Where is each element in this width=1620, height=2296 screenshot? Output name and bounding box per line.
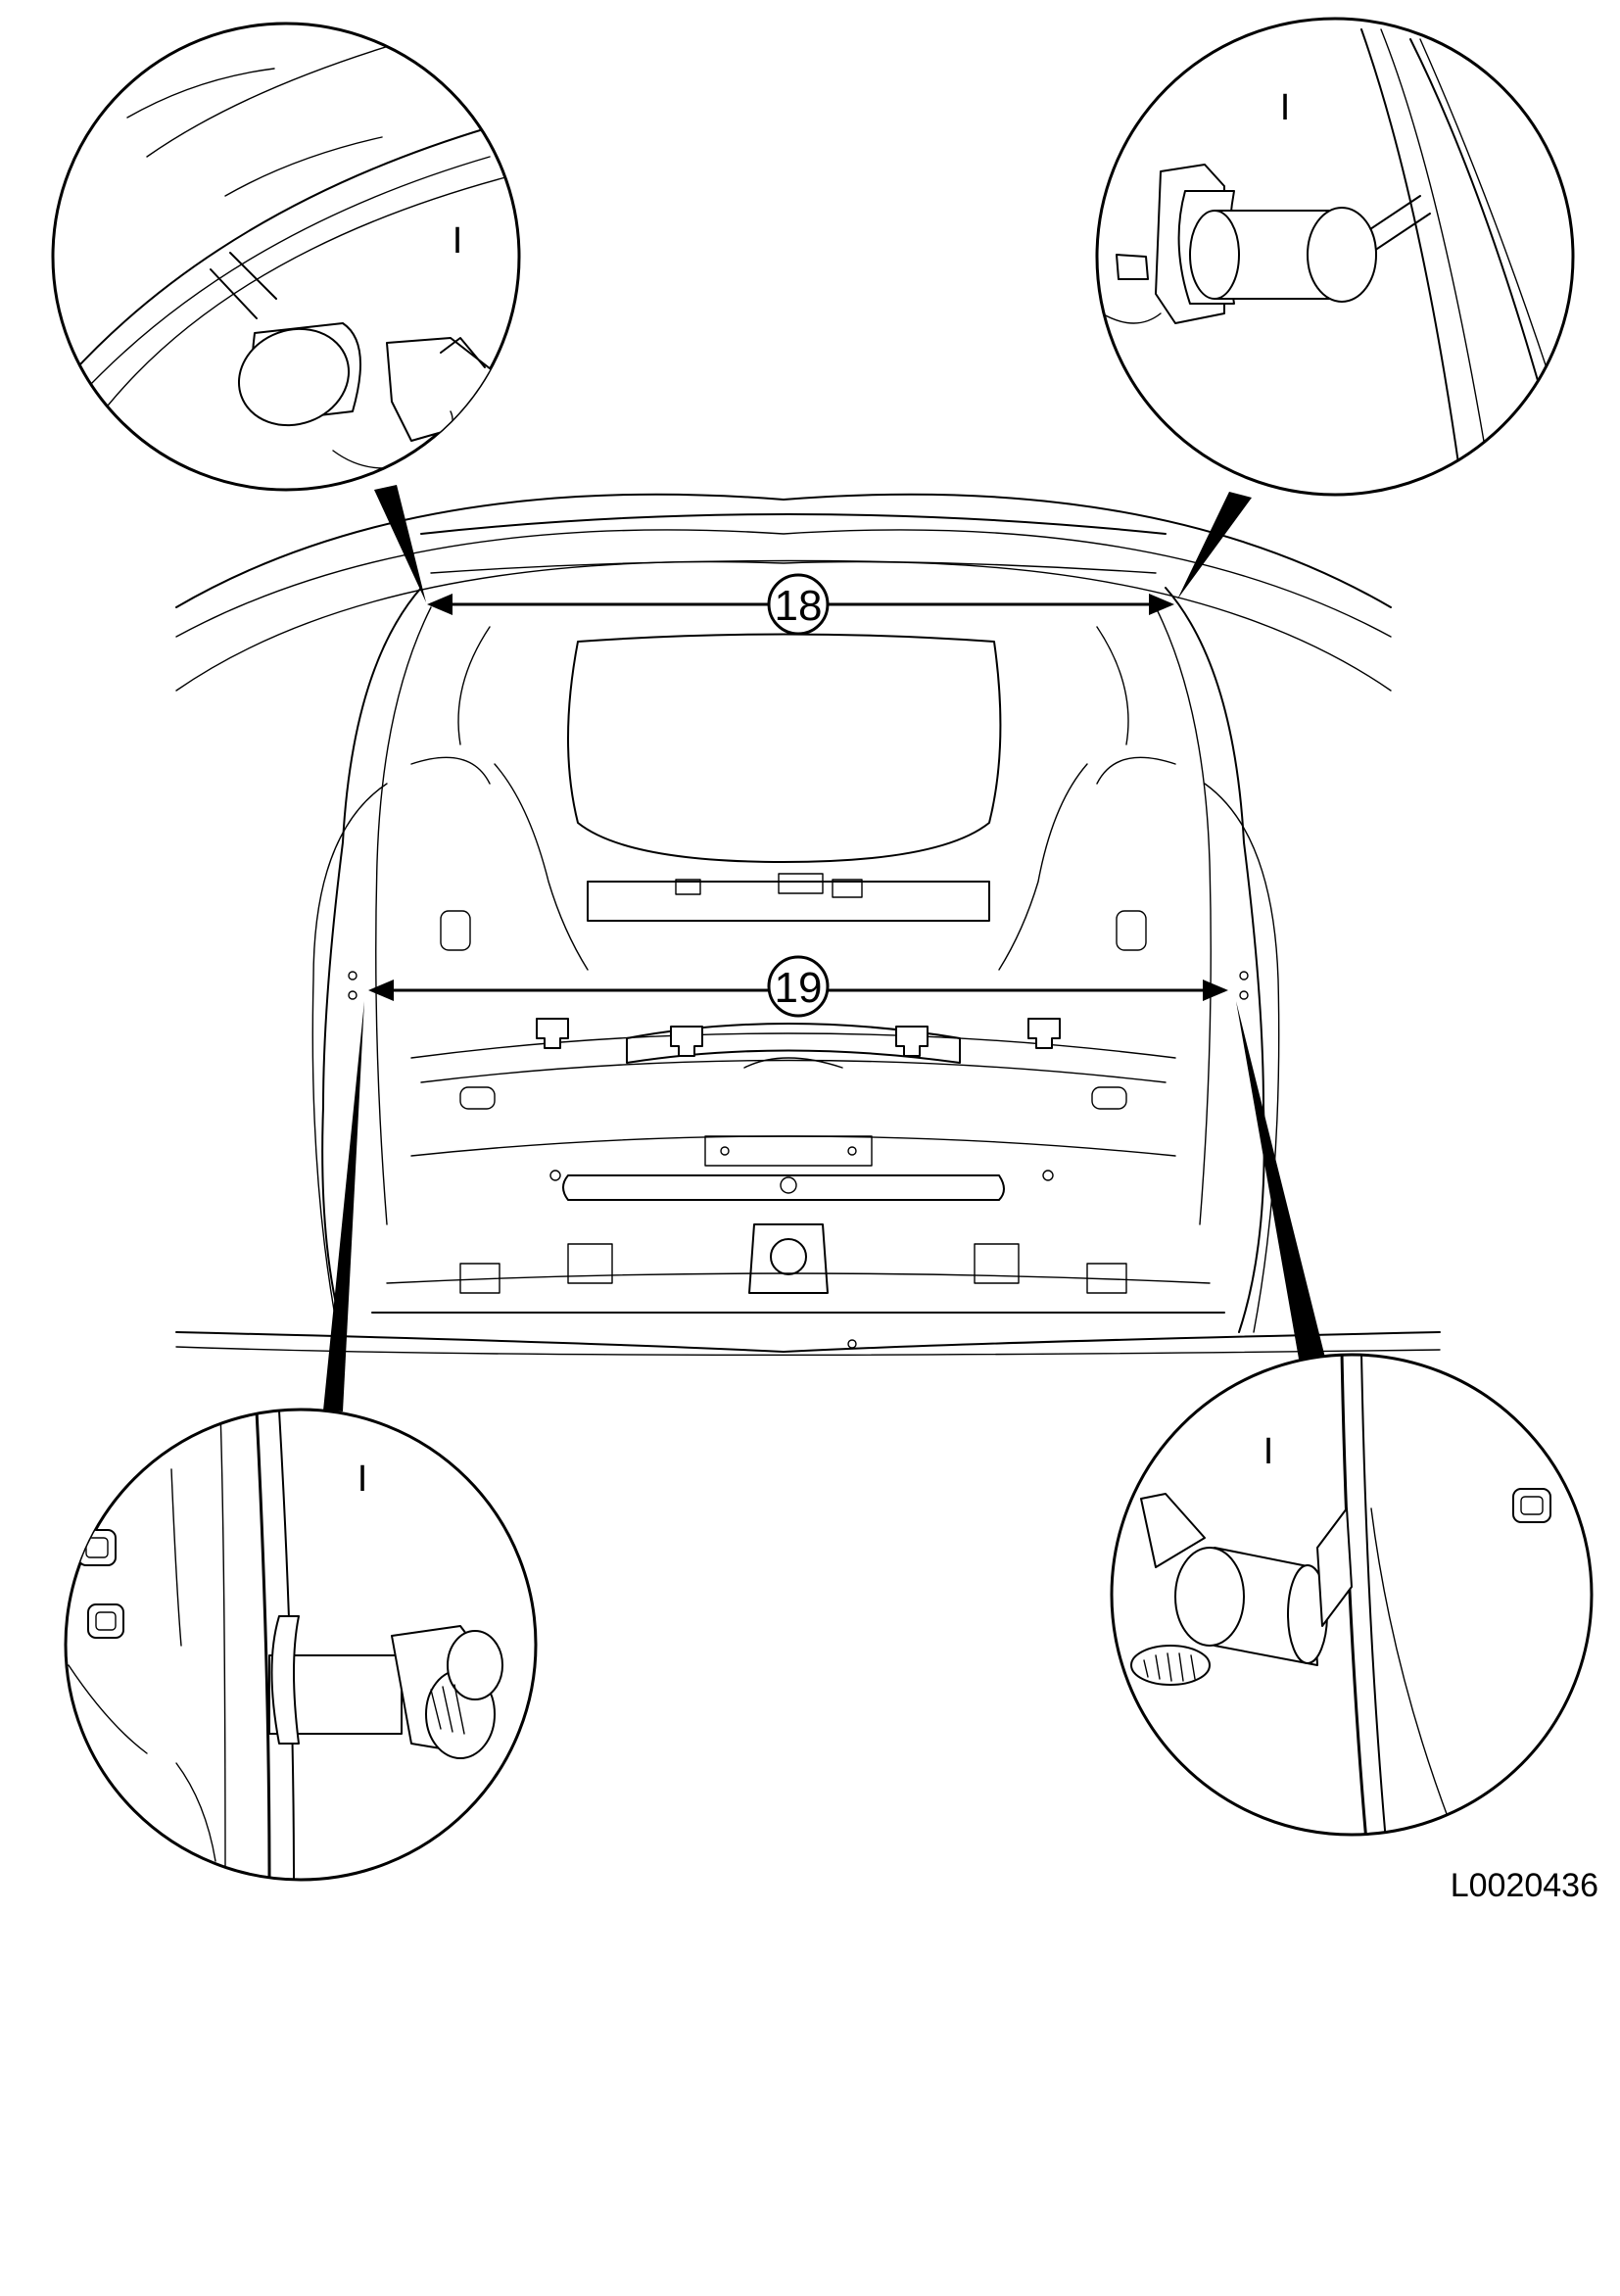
detail-view-top-left: I [51, 22, 521, 492]
car-body-drawing [175, 493, 1441, 1357]
arrowhead-left-icon [368, 980, 394, 1001]
arrowhead-left-icon [427, 594, 453, 615]
detail-label-I: I [357, 1459, 368, 1500]
dimension-18-bubble [767, 573, 830, 636]
detail-view-bottom-right: I [1110, 1353, 1594, 1837]
arrowhead-right-icon [1203, 980, 1228, 1001]
pointer-bottom-right [1236, 1001, 1329, 1381]
callout-pointers [323, 485, 1329, 1411]
detail-view-bottom-left: I [64, 1408, 538, 1882]
detail-view-top-right: I [1095, 17, 1575, 497]
pointer-top-right [1177, 492, 1252, 599]
pointer-top-left [374, 485, 426, 602]
detail-label-I: I [1280, 87, 1291, 128]
pointer-bottom-left [323, 1001, 364, 1411]
detail-label-I: I [1263, 1431, 1274, 1472]
arrowhead-right-icon [1149, 594, 1174, 615]
dimension-18-label: 18 [775, 582, 823, 630]
figure-code: L0020436 [1451, 1867, 1598, 1904]
dimension-19-bubble [767, 955, 830, 1018]
dimension-18: 18 [427, 573, 1174, 636]
dimension-19: 19 [368, 955, 1228, 1018]
detail-label-I: I [453, 220, 463, 262]
dimension-19-label: 19 [775, 964, 823, 1012]
